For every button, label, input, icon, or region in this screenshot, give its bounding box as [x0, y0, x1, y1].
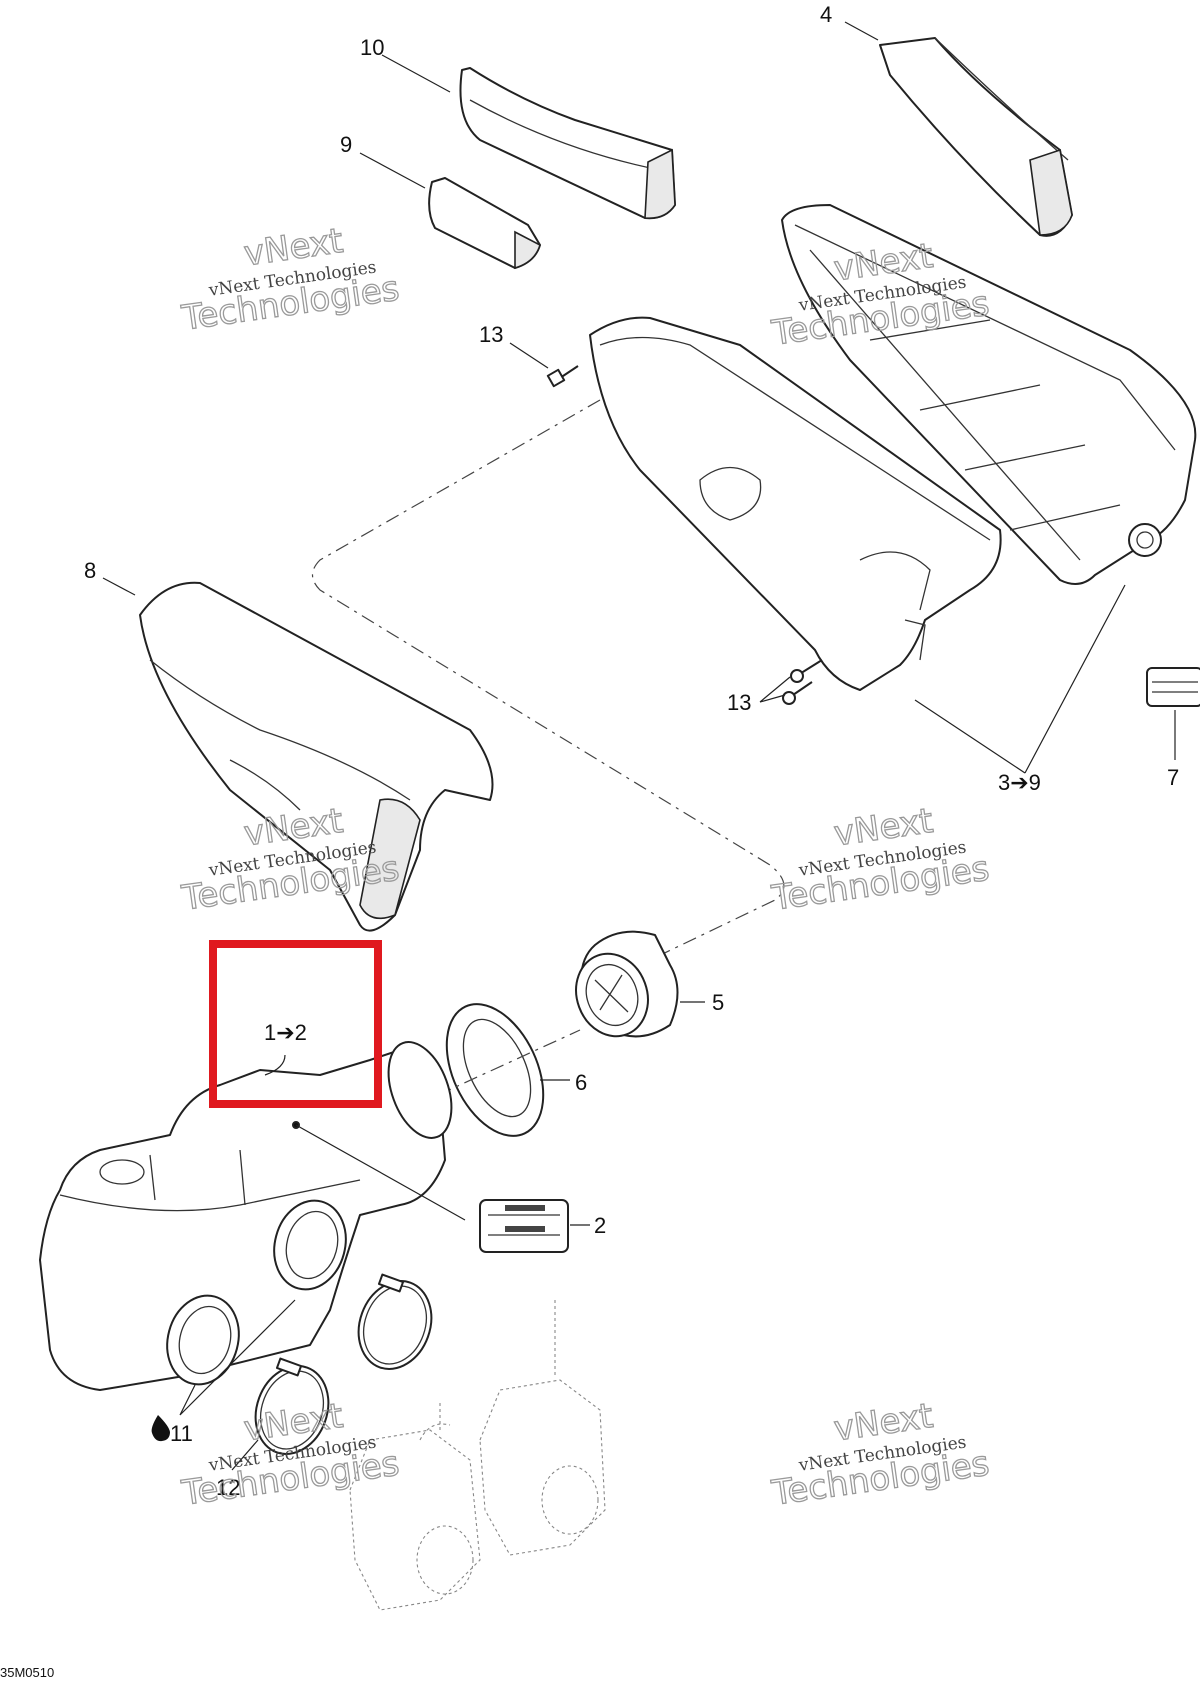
- airbox-frame: [781, 204, 1197, 585]
- callout-8: 8: [84, 558, 96, 583]
- callout-13b: 13: [727, 690, 751, 715]
- part-10-foam: [459, 67, 676, 220]
- callout-2: 2: [594, 1213, 606, 1238]
- callout-5: 5: [712, 990, 724, 1015]
- airbox-base: [39, 1041, 453, 1391]
- airbox-lid: [589, 316, 1002, 691]
- part-4-foam: [879, 37, 1073, 237]
- part-2-label: [479, 1199, 569, 1253]
- oil-drop-icon: [151, 1415, 170, 1442]
- figure-code: 35M0510: [0, 1665, 54, 1680]
- watermark-5: vNext vNext Technologies Technologies: [178, 1395, 402, 1514]
- callout-10: 10: [360, 35, 384, 60]
- part-13-screws-bottom: [782, 659, 823, 705]
- callout-12: 12: [216, 1475, 240, 1500]
- leader-13b: [759, 676, 791, 703]
- callout-6: 6: [575, 1070, 587, 1095]
- callout-13a: 13: [479, 322, 503, 347]
- watermark-4: vNext vNext Technologies Technologies: [768, 800, 992, 919]
- leader-1to2: [264, 1054, 286, 1076]
- callout-3to9: 3➔9: [998, 770, 1041, 795]
- leader-8: [102, 577, 136, 596]
- callout-11: 11: [170, 1421, 193, 1446]
- watermark-6: vNext vNext Technologies Technologies: [768, 1395, 992, 1514]
- leader-13a: [509, 342, 549, 369]
- leader-3to9: [914, 584, 1126, 774]
- leader-11: [179, 1299, 296, 1416]
- part-5-adaptor: [575, 930, 679, 1038]
- watermark-1: vNext vNext Technologies Technologies: [178, 220, 402, 339]
- leader-2: [295, 1124, 466, 1221]
- part-13-screw-top: [546, 365, 579, 388]
- highlight-box: [209, 940, 382, 1108]
- callout-9: 9: [340, 132, 352, 157]
- part-9-foam: [428, 177, 541, 270]
- assembly-outline: [311, 399, 785, 961]
- callout-7: 7: [1167, 765, 1179, 790]
- callout-1to2: 1➔2: [264, 1020, 307, 1045]
- part-8-foam: [139, 581, 494, 932]
- leader-9: [359, 152, 426, 189]
- callout-4: 4: [820, 2, 832, 27]
- leader-12: [231, 1439, 259, 1471]
- leader-10: [381, 54, 451, 93]
- leader-4: [844, 21, 879, 41]
- assembly-axis: [437, 1029, 581, 1096]
- part-7-label: [1146, 667, 1200, 707]
- part-12-clamps: [254, 1273, 433, 1455]
- carburetors-reference: [349, 1300, 606, 1611]
